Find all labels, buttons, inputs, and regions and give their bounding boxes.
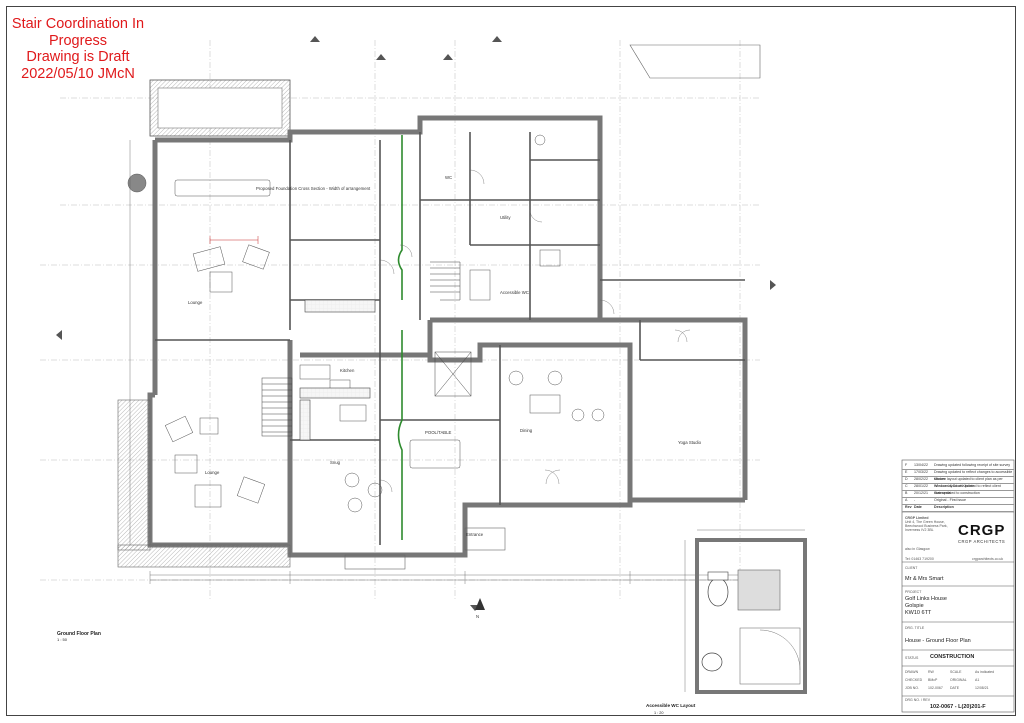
room-label-entrance: Entrance [466, 532, 484, 537]
company-address: Unit 4, The Green House, Beechwood Busin… [905, 520, 948, 533]
original-label: ORIGINAL [950, 678, 967, 682]
section-markers [56, 36, 776, 611]
revision-header-row: Rev Date Description [902, 504, 1014, 512]
revision-row: F 13/04/22 Drawing updated following rec… [902, 462, 1014, 470]
project-line-2: Golspie [905, 603, 924, 609]
original-value: A1 [975, 678, 980, 682]
revision-row: E 17/03/22 Drawing updated to reflect ch… [902, 469, 1014, 481]
revision-row: B 20/12/21 Stair updated to construction [902, 490, 1014, 498]
company-tel: Tel: 01463 719200 [905, 557, 934, 561]
draft-stamp: Stair Coordination In Progress Drawing i… [8, 16, 148, 82]
plan-scale: 1 : 50 [57, 637, 68, 642]
revision-row: A - Original - First issue [902, 497, 1014, 505]
room-label-garden-cross-section: Proposed Foundation Cross Section - Widt… [256, 186, 371, 191]
stair-coordination-line [397, 135, 403, 540]
job-label: JOB NO. [905, 686, 920, 690]
status-label: STATUS [905, 656, 919, 660]
room-label-utility: Utility [500, 215, 511, 220]
kitchen-units [299, 299, 376, 441]
room-label-wc: WC [445, 175, 453, 180]
date-label: DATE [950, 686, 960, 690]
internal-walls [155, 132, 745, 545]
scale-value: As indicated [975, 670, 995, 674]
door-swings [379, 169, 691, 493]
draft-line-2: Progress [48, 32, 108, 49]
north-label: N [476, 614, 480, 619]
draft-line-4: 2022/05/10 JMcN [21, 65, 135, 82]
room-label-dining: Dining [520, 428, 533, 433]
client-label: CLIENT [905, 566, 918, 570]
room-label-lounge: Lounge [188, 300, 203, 305]
wc-layout-scale: 1 : 20 [654, 711, 664, 715]
title-block-frame [901, 459, 1015, 713]
plan-title: Ground Floor Plan [57, 631, 101, 637]
draft-line-3: Drawing is Draft [26, 49, 130, 65]
draft-line-1: Stair Coordination In [11, 16, 145, 32]
client-name: Mr & Mrs Smart [905, 576, 944, 582]
date-value: 12/08/21 [975, 686, 989, 690]
project-label: PROJECT [905, 590, 922, 594]
room-label-lounge-2: Lounge [205, 470, 220, 475]
drawing-title: House - Ground Floor Plan [905, 638, 971, 644]
drawn-value: RW [928, 670, 934, 674]
general-notes [768, 100, 898, 108]
company-web: crgparchitects.co.uk [972, 557, 1004, 561]
sheet-border [6, 6, 1016, 716]
drawing-number: 102-0067 - L(20)201-F [930, 704, 986, 710]
project-line-1: Golf Links House [905, 596, 947, 602]
dimension-lines [129, 140, 746, 584]
drawn-label: DRAWN [905, 670, 919, 674]
wc-layout-detail [684, 529, 807, 694]
revision-row: C 28/01/22 Windows & Doors updated to re… [902, 483, 1014, 495]
staircase [261, 261, 472, 437]
scale-label: SCALE [950, 670, 962, 674]
job-value: 102-0067 [928, 686, 943, 690]
room-label-pool: POOL/TABLE [425, 430, 452, 435]
drawing-number-label: DRG NO. / REV [905, 698, 931, 702]
company-logo: CRGP CRGP ARCHITECTS [958, 522, 1006, 544]
checked-value: BMcP [928, 678, 938, 682]
company-name: CRGP Limited [905, 516, 929, 520]
drawing-title-label: DRG. TITLE [905, 626, 925, 630]
revision-row: D 28/02/22 Kitchen layout updated to cli… [902, 476, 1014, 488]
red-dimension [209, 236, 259, 244]
wc-layout-title: Accessible WC Layout [646, 703, 696, 708]
checked-label: CHECKED [905, 678, 923, 682]
project-line-3: KW10 6TT [905, 610, 932, 616]
furniture [127, 134, 605, 513]
room-label-snug: Snug [330, 460, 341, 465]
north-arrow-icon [475, 598, 485, 610]
office-note: also in Glasgow [905, 547, 930, 551]
room-label-kitchen: Kitchen [340, 368, 355, 373]
status-value: CONSTRUCTION [930, 654, 975, 660]
room-label-yoga: Yoga Studio [678, 440, 702, 445]
room-label-accessible-wc: Accessible WC [500, 290, 529, 295]
